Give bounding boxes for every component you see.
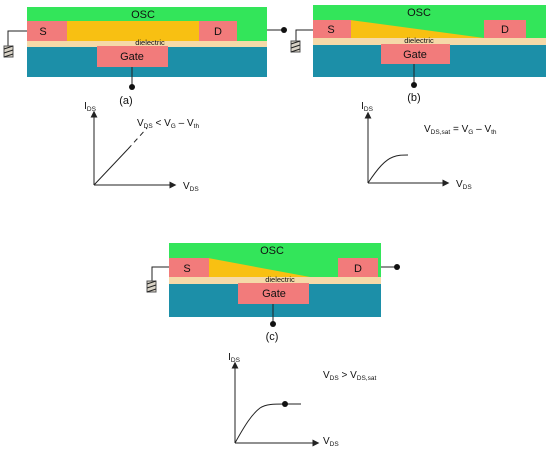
channel [208,258,310,277]
graph-b: IDS VDS VDS,sat = VG – Vth [361,101,497,191]
condition-label: VDS,sat = VG – Vth [424,124,497,136]
drain-terminal [394,264,400,270]
ground-wire [151,266,169,281]
ground-icon [290,40,301,53]
graph-c: IDS VDS VDS > VDS,sat [228,352,376,448]
osc-label: OSC [260,245,284,257]
iv-curve [234,403,301,444]
drain-label: D [501,24,509,36]
graph-a: IDS VDS VDS < VG – Vth [84,101,199,193]
y-axis-label: IDS [84,101,96,113]
condition-label: VDS > VDS,sat [323,370,376,382]
y-axis-label: IDS [361,101,373,113]
source-label: S [39,26,46,38]
osc-label: OSC [407,7,431,19]
gate-label: Gate [403,49,427,61]
gate-label: Gate [262,288,286,300]
drain-electrode [484,20,526,38]
gate-terminal [129,84,135,90]
gate-electrode [238,283,309,304]
condition-label: VDS < VG – Vth [137,118,199,130]
drain-electrode [338,258,378,277]
gate-terminal [270,321,276,327]
gate-electrode [381,44,450,64]
dielectric-label: dielectric [404,36,434,45]
channel [66,21,199,41]
dielectric-layer [169,277,381,284]
x-axis-label: VDS [323,436,339,448]
drain-terminal [281,27,287,33]
dielectric-label: dielectric [265,275,295,284]
source-label: S [183,263,190,275]
drain-electrode [199,21,237,41]
device-a: OSC S D dielectric Gate (a) [3,7,287,107]
dielectric-layer [27,41,267,47]
source-label: S [327,24,334,36]
source-electrode [313,20,351,38]
dielectric-layer [313,38,546,45]
source-electrode [169,258,209,277]
gate-terminal [411,82,417,88]
x-axis-label: VDS [456,179,472,191]
x-axis-label: VDS [183,181,199,193]
y-axis-label: IDS [228,352,240,364]
ground-icon [3,45,14,58]
ground-icon [146,280,157,293]
iv-curve-extension [127,127,148,150]
ground-wire [295,29,313,41]
caption-c: (c) [266,331,279,343]
iv-curve [93,148,129,186]
drain-label: D [214,26,222,38]
device-c: OSC S D dielectric Gate (c) [146,243,400,343]
dielectric-label: dielectric [135,38,165,47]
iv-curve [367,154,409,184]
drain-label: D [354,263,362,275]
ground-wire [7,30,27,46]
source-electrode [27,21,67,41]
gate-electrode [97,46,168,67]
channel [350,20,484,38]
caption-b: (b) [407,92,420,104]
osc-label: OSC [131,9,155,21]
gate-label: Gate [120,51,144,63]
saturation-point [282,401,288,407]
caption-a: (a) [119,95,132,107]
device-b: OSC S D dielectric Gate (b) [290,5,546,104]
